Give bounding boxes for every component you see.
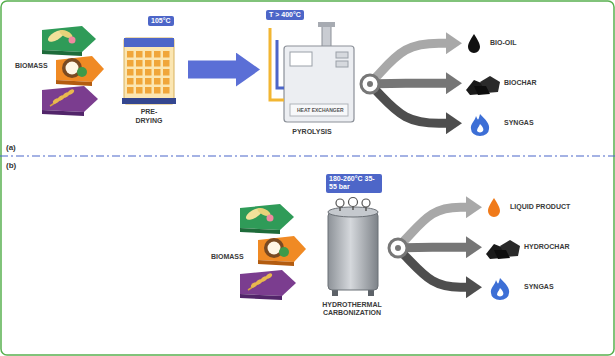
pyrolysis-reactor (290, 52, 312, 66)
node-label: SYNGAS (504, 119, 534, 127)
biomass-icons (240, 204, 294, 234)
product-icons (491, 278, 509, 300)
htc-reactor (336, 199, 344, 207)
node-label: HYDROTHERMAL CARBONIZATION (316, 301, 388, 318)
node-label: HYDROCHAR (524, 243, 570, 251)
splitter-hub (361, 75, 379, 93)
drying-oven (122, 38, 176, 104)
product-label-box: BIOMASS (14, 61, 49, 71)
drying-oven (122, 98, 176, 104)
panel-label: (b) (6, 161, 16, 171)
htc-reactor (349, 198, 358, 207)
splitter-hub (367, 81, 373, 87)
product-icons (466, 34, 520, 300)
splitter-hub (361, 75, 379, 93)
splitter-hub (389, 239, 407, 257)
pyrolysis-reactor (290, 104, 348, 116)
pyrolysis-reactor (322, 26, 331, 48)
pyrolysis-reactor (277, 40, 284, 88)
process-unit: 105°C PRE-DRYING (118, 14, 184, 125)
panel-label: (a) (6, 143, 16, 153)
pyrolysis-reactor (270, 22, 354, 122)
biomass-icons (56, 56, 104, 86)
product-icons (494, 250, 510, 259)
product-label-box: BIO-OIL (464, 34, 518, 52)
process-arrow (188, 61, 236, 79)
condition-tag: 105°C (148, 16, 174, 26)
product-icons (477, 124, 483, 132)
product-icons (488, 198, 500, 217)
node-label: SYNGAS (524, 283, 554, 291)
splitter-hub (395, 245, 401, 251)
biomass-icons (42, 26, 96, 56)
product-label-box: SYNGAS (464, 114, 536, 132)
drying-oven (127, 50, 171, 95)
node-label: BIOMASS (211, 253, 244, 261)
process-unit: 180-260°C 35-55 barHYDROTHERMAL CARBONIZ… (316, 172, 390, 318)
drying-oven (124, 38, 174, 47)
node-label: PRE-DRYING (132, 108, 166, 125)
condition-tag: T > 400°C (266, 10, 304, 20)
node-label: BIO-OIL (490, 39, 516, 47)
htc-reactor (362, 199, 370, 207)
biomass-icons (258, 236, 306, 266)
product-label-box: LIQUID PRODUCT (484, 198, 572, 216)
node-label: LIQUID PRODUCT (510, 203, 570, 211)
condition-tag: 180-260°C 35-55 bar (326, 174, 382, 193)
product-icons (474, 86, 490, 95)
connector-layer (188, 43, 466, 287)
pyrolysis-reactor (270, 28, 284, 100)
htc-reactor (328, 198, 378, 297)
product-icons (497, 288, 503, 296)
node-label: BIOMASS (15, 62, 48, 70)
part-label: HEAT EXCHANGER (297, 107, 344, 113)
pyrolysis-reactor (336, 52, 348, 58)
htc-reactor (328, 212, 378, 290)
product-icons (468, 34, 480, 53)
product-label-box: BIOMASS (210, 252, 245, 262)
pyrolysis-reactor (336, 61, 348, 67)
node-label: BIOCHAR (504, 79, 537, 87)
drying-oven (124, 38, 174, 104)
biomass-icons (42, 86, 98, 116)
biomass-icons (42, 26, 306, 300)
pyrolysis-reactor (284, 46, 354, 122)
product-label-box: HYDROCHAR (484, 238, 572, 256)
separator-line (0, 155, 615, 156)
product-label-box: SYNGAS (484, 278, 556, 296)
node-label: PYROLYSIS (262, 128, 362, 136)
pyrolysis-reactor (318, 22, 335, 27)
product-label-box: BIOCHAR (464, 74, 539, 92)
splitter-hub (389, 239, 407, 257)
product-icons (471, 114, 489, 136)
process-unit: T > 400°C PYROLYSIS (262, 8, 364, 137)
biomass-icons (240, 270, 296, 300)
